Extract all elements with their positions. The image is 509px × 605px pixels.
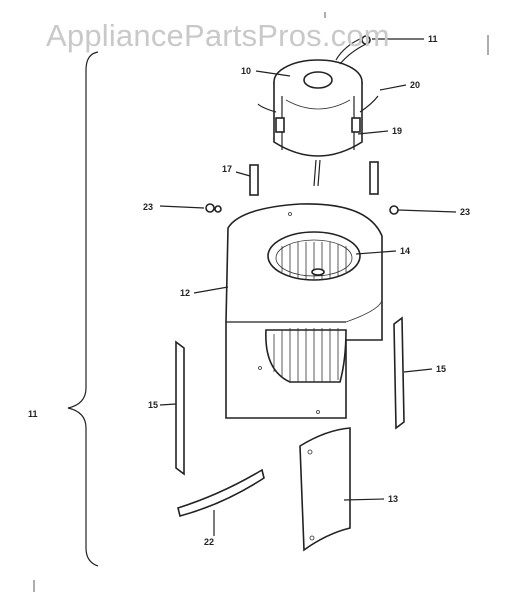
- label-housing: 12: [180, 288, 190, 298]
- leader-bracket: [357, 130, 389, 135]
- bracket-clip-right: [351, 117, 361, 133]
- side-strip-right: [393, 316, 405, 430]
- blower-motor: [273, 59, 363, 187]
- label-strip-left: 15: [148, 400, 158, 410]
- motor-mount-left: [249, 164, 259, 196]
- side-strip-left: [175, 340, 185, 476]
- panel-hole-bottom: [309, 535, 315, 541]
- label-screw-left: 23: [143, 202, 153, 212]
- label-lead-top: 11: [428, 34, 438, 44]
- label-motor: 10: [241, 66, 251, 76]
- leader-strip-right: [403, 368, 433, 373]
- bracket-clip-left: [275, 117, 285, 133]
- label-panel: 13: [388, 494, 398, 504]
- front-panel: [299, 427, 351, 552]
- label-strip-right: 15: [436, 364, 446, 374]
- motor-mount-right: [369, 161, 379, 195]
- label-wheel: 14: [400, 246, 410, 256]
- label-mount-left: 17: [222, 164, 232, 174]
- label-screw-right: 23: [460, 207, 470, 217]
- label-bracket: 19: [392, 126, 402, 136]
- blower-wheel: [265, 231, 361, 383]
- label-lead-right: 20: [410, 80, 420, 90]
- screw-right: [389, 205, 457, 215]
- label-cutoff: 22: [204, 537, 214, 547]
- leader-panel: [343, 498, 385, 501]
- lead-terminal: [361, 35, 371, 45]
- leader-lead-right: [379, 84, 407, 91]
- motor-lead-wires: [335, 37, 367, 65]
- leader-motor: [255, 70, 291, 77]
- watermark-logo: AppliancePartsPros.com: [46, 18, 390, 53]
- panel-hole-top: [307, 449, 313, 455]
- cutoff-strip: [177, 468, 265, 517]
- screw-left: [159, 203, 222, 213]
- assembly-brace: [67, 51, 99, 567]
- leader-housing: [193, 286, 229, 294]
- leader-mount-left: [235, 171, 251, 177]
- leader-strip-left: [159, 403, 177, 406]
- leader-wheel: [355, 250, 397, 255]
- label-brace: 11: [28, 409, 38, 419]
